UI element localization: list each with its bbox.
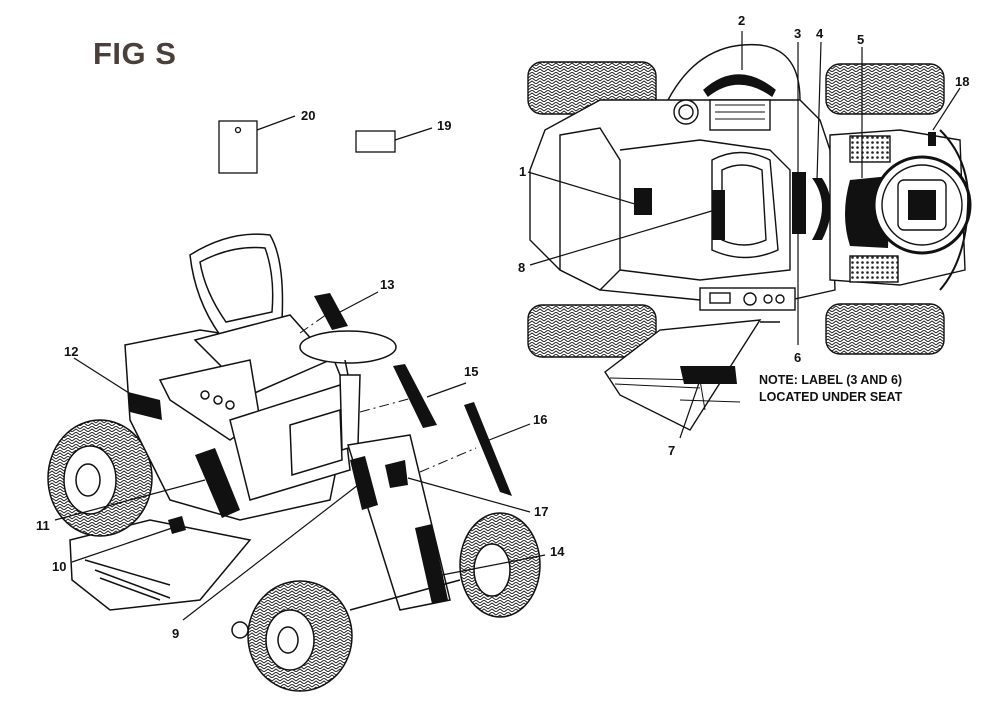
- iso-label-13-decal: [314, 293, 348, 330]
- note-line-2: LOCATED UNDER SEAT: [759, 390, 903, 404]
- callout-18: 18: [955, 74, 969, 89]
- iso-label-11-decal: [195, 448, 240, 518]
- iso-seat-back: [189, 233, 284, 336]
- top-view-callouts: 1 2 3 4 5 6 7 8 18: [518, 13, 969, 458]
- top-right-front-tire: [825, 303, 945, 355]
- loose-labels: [218, 115, 433, 174]
- callout-12: 12: [64, 344, 78, 359]
- top-view-mower: RYOBI: [527, 43, 972, 431]
- label-19-plate: [355, 130, 396, 153]
- iso-label-15-decal: [393, 364, 437, 428]
- top-label-1-decal: [634, 188, 652, 215]
- top-label-7-decal: [680, 366, 737, 384]
- callout-14: 14: [550, 544, 565, 559]
- iso-label-9-decal: [350, 456, 378, 510]
- callout-5: 5: [857, 32, 864, 47]
- iso-mower: [47, 233, 541, 692]
- top-label-4-decal: [812, 178, 831, 240]
- callout-10: 10: [52, 559, 66, 574]
- callout-2: 2: [738, 13, 745, 28]
- top-label-18-decal: [928, 132, 936, 146]
- figure-title: FIG S: [93, 36, 177, 71]
- callout-7: 7: [668, 443, 675, 458]
- iso-label-10-decal: [168, 516, 186, 534]
- callout-20: 20: [301, 108, 315, 123]
- callout-6: 6: [794, 350, 801, 365]
- callout-3: 3: [794, 26, 801, 41]
- callout-9: 9: [172, 626, 179, 641]
- callout-17: 17: [534, 504, 548, 519]
- ryobi-badge-text: RYOBI: [913, 205, 932, 211]
- callout-1: 1: [519, 164, 526, 179]
- callout-11: 11: [36, 518, 50, 533]
- top-right-rear-tire: [825, 63, 945, 115]
- iso-label-14-decal: [415, 524, 448, 604]
- callout-19: 19: [437, 118, 451, 133]
- top-seat: [711, 151, 779, 259]
- iso-label-17-decal: [385, 460, 408, 488]
- iso-mower-deck: [69, 519, 252, 611]
- callout-13: 13: [380, 277, 394, 292]
- callout-4: 4: [816, 26, 824, 41]
- iso-label-16-decal: [464, 402, 512, 496]
- iso-floating-decals: [314, 293, 512, 496]
- top-label-3-decal: [792, 172, 806, 234]
- ryobi-badge: [908, 190, 936, 220]
- iso-steering-wheel: [299, 330, 397, 364]
- top-label-2-decal: [703, 74, 776, 98]
- iso-callouts: 9 10 11 12 13 14 15 16 17: [36, 277, 565, 641]
- top-label-8-decal: [712, 190, 725, 240]
- note-line-1: NOTE: LABEL (3 AND 6): [759, 373, 903, 387]
- callout-15: 15: [464, 364, 478, 379]
- top-view-leaders: [527, 31, 961, 439]
- label-location-note: NOTE: LABEL (3 AND 6) LOCATED UNDER SEAT: [759, 372, 902, 406]
- callout-16: 16: [533, 412, 547, 427]
- iso-leaders: [54, 291, 546, 621]
- callout-8: 8: [518, 260, 525, 275]
- top-left-front-tire: [527, 304, 657, 358]
- iso-dash-lines: [299, 311, 477, 473]
- iso-label-12-decal: [128, 392, 162, 420]
